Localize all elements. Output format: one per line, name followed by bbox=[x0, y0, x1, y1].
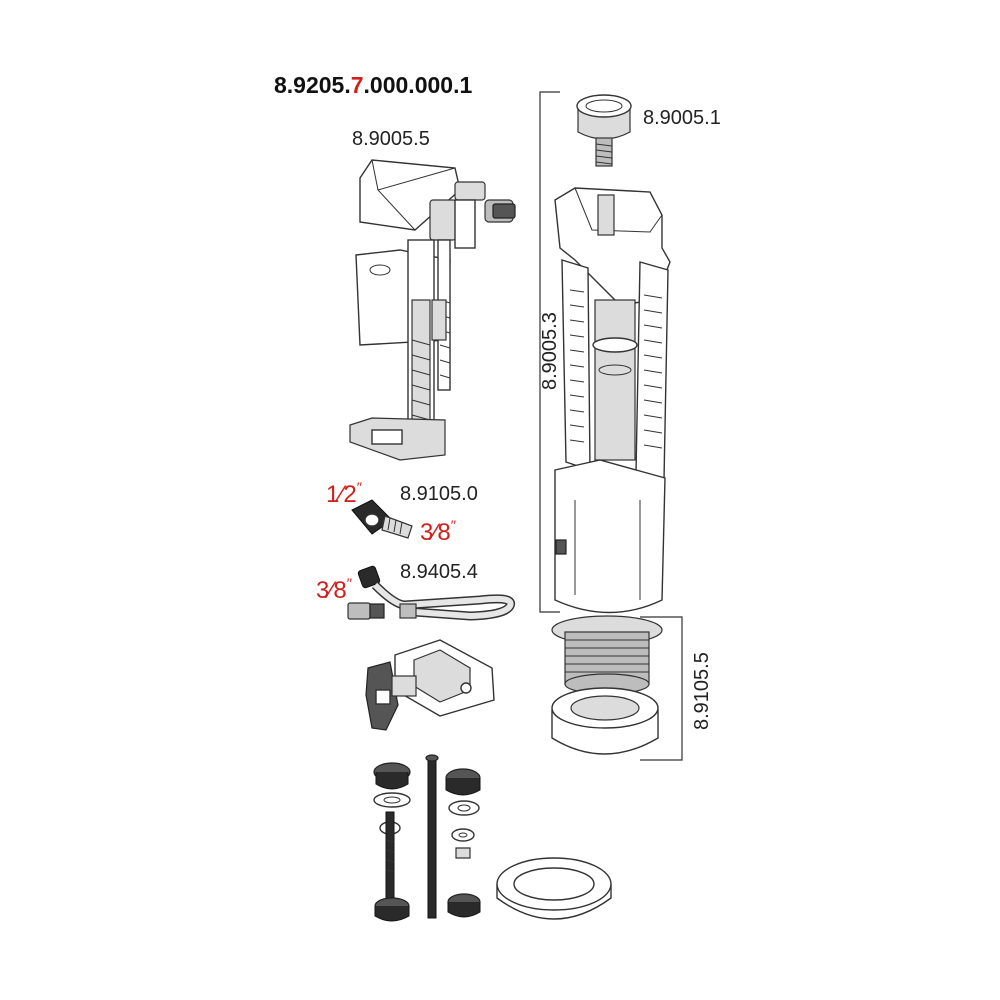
label-outlet-seal: 8.9105.5 bbox=[691, 652, 713, 730]
part-number-title: 8.9205.7.000.000.1 bbox=[274, 72, 472, 98]
hose-illustration bbox=[347, 565, 515, 621]
flush-valve-dimension-bracket bbox=[539, 91, 560, 613]
fraction-adapter-inlet: 1⁄2′′ bbox=[326, 479, 362, 508]
outlet-seal-illustration bbox=[551, 615, 663, 755]
adapter-illustration bbox=[351, 499, 413, 539]
fraction-adapter-outlet: 3⁄8′′ bbox=[420, 517, 456, 546]
flush-valve-illustration bbox=[554, 187, 671, 614]
flush-button-illustration bbox=[576, 94, 632, 167]
label-hose: 8.9405.4 bbox=[400, 561, 478, 583]
label-flush-button: 8.9005.1 bbox=[643, 107, 721, 129]
outlet-seal-dimension-bracket bbox=[640, 616, 683, 761]
fixing-kit-illustration bbox=[373, 754, 481, 922]
label-flush-valve: 8.9005.3 bbox=[539, 312, 561, 390]
fill-valve-illustration bbox=[349, 159, 516, 461]
label-fill-valve: 8.9005.5 bbox=[352, 128, 430, 150]
gasket-ring-illustration bbox=[496, 857, 612, 920]
label-adapter: 8.9105.0 bbox=[400, 483, 478, 505]
fraction-hose-end: 3⁄8′′ bbox=[316, 575, 352, 604]
mounting-bracket-illustration bbox=[365, 639, 495, 731]
